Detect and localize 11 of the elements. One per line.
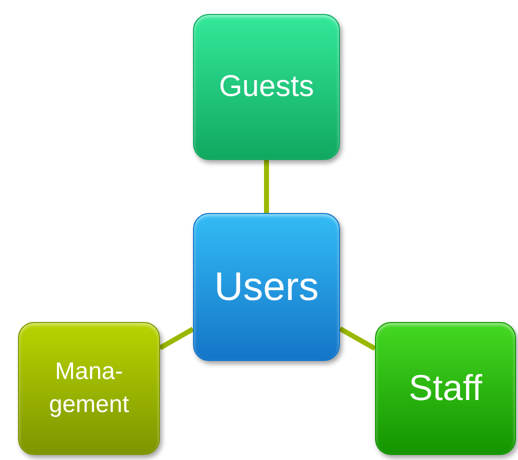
connector-line [158, 326, 194, 350]
rounded-box [18, 322, 160, 455]
box-label: Mana- gement [48, 357, 130, 420]
box-label: Guests [218, 68, 314, 105]
connector-line [338, 326, 376, 351]
rounded-box [375, 322, 516, 455]
box-label: Staff [408, 366, 482, 410]
rounded-box [193, 14, 340, 160]
box-label: Users [214, 264, 319, 311]
rounded-box [193, 213, 340, 361]
connector-line [264, 160, 269, 213]
